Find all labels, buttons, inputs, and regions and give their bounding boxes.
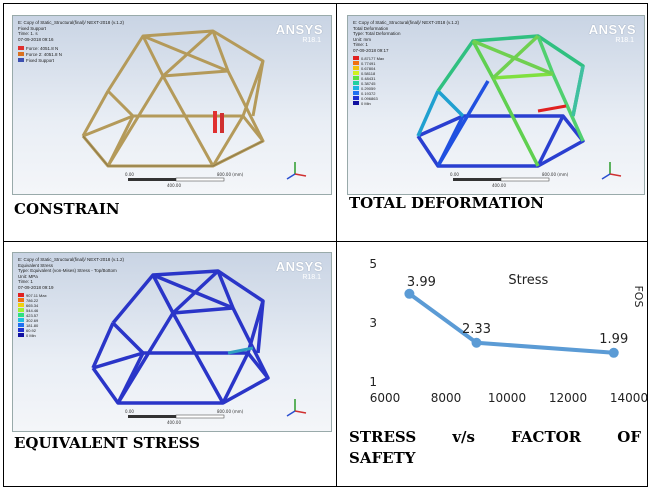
axis-triad-icon — [286, 162, 307, 180]
panel-equivalent-stress: E: Copy of Static_Structural(final)/ NEX… — [4, 242, 336, 487]
caption-equivalent-stress: EQUIVALENT STRESS — [14, 434, 201, 452]
scale-label-start: 0.00 — [125, 172, 134, 177]
ansys-version: R18.1 — [302, 37, 321, 44]
caption-word-4: OF — [617, 428, 641, 446]
stress-legend: 907.11 Max 786.22 665.34 544.46 423.57 3… — [18, 293, 47, 338]
figure-table: E: Copy of Static_Structural(final)/ NEX… — [3, 3, 648, 487]
x-tick-label: 6000 — [370, 391, 401, 405]
deformation-legend: 0.87177 Max 0.77491 0.67804 0.58118 0.48… — [353, 56, 384, 106]
caption-word-3: FACTOR — [511, 428, 582, 446]
shot-header: E: Copy of Static_Structural(final)/ NEX… — [18, 20, 124, 42]
y-tick-label: 5 — [369, 257, 377, 271]
frame-model-constrain: 0.00 400.00 800.00 (mm) — [81, 29, 307, 188]
series-line — [408, 292, 614, 355]
caption-line-1: STRESS v/s FACTOR OF — [349, 427, 641, 448]
caption-word-1: STRESS — [349, 428, 417, 446]
ansys-screenshot-deformation: E: Copy of Static_Structural(final)/ NEX… — [347, 15, 645, 195]
panel-total-deformation: E: Copy of Static_Structural(final)/ NEX… — [337, 4, 647, 241]
axis-triad-icon — [601, 162, 622, 180]
caption-constrain: CONSTRAIN — [14, 200, 120, 218]
frame-model-stress: 0.00 400.00 800.00 (mm) — [91, 269, 307, 425]
data-point — [471, 337, 482, 348]
ansys-version: R18.1 — [302, 274, 321, 281]
y-tick-label: 3 — [369, 316, 377, 330]
y-axis-label: FOS — [632, 285, 645, 307]
shot-header: E: Copy of Static_Structural(final)/ NEX… — [18, 257, 124, 290]
data-label: 2.33 — [462, 322, 491, 337]
data-label: 3.99 — [407, 275, 436, 290]
scale-label-end: 800.00 (mm) — [217, 172, 244, 177]
scale-label-end: 800.00 (mm) — [217, 409, 244, 414]
scale-label-end: 800.00 (mm) — [542, 172, 569, 177]
scale-label-start: 0.00 — [450, 172, 459, 177]
shot-header: E: Copy of Static_Structural(final)/ NEX… — [353, 20, 459, 53]
table-horizontal-divider — [4, 241, 647, 242]
ansys-logo: ANSYS — [275, 22, 323, 37]
support-legend: Force: 4051.8 N Force 2: 4051.8 N Fixed … — [18, 46, 62, 64]
scale-label-start: 0.00 — [125, 409, 134, 414]
caption-stress-vs-fos: STRESS v/s FACTOR OF SAFETY — [349, 427, 641, 469]
axis-triad-icon — [286, 399, 307, 417]
x-tick-label: 10000 — [488, 391, 526, 405]
chart-title: Stress — [508, 273, 548, 288]
x-tick-label: 14000 — [610, 391, 647, 405]
ansys-screenshot-constrain: E: Copy of Static_Structural(final)/ NEX… — [12, 15, 332, 195]
x-tick-label: 8000 — [431, 391, 462, 405]
ansys-logo: ANSYS — [275, 259, 323, 274]
frame-model-deformation: 0.00 400.00 800.00 (mm) — [416, 34, 622, 188]
data-point — [608, 347, 619, 358]
ansys-screenshot-stress: E: Copy of Static_Structural(final)/ NEX… — [12, 252, 332, 432]
ansys-version: R18.1 — [615, 37, 634, 44]
data-point — [404, 288, 415, 299]
caption-total-deformation: TOTAL DEFORMATION — [349, 194, 544, 212]
scale-label-mid: 400.00 — [167, 420, 181, 425]
scale-label-mid: 400.00 — [492, 183, 506, 188]
x-tick-label: 12000 — [549, 391, 587, 405]
caption-word-2: v/s — [452, 428, 475, 446]
table-vertical-divider — [336, 4, 337, 486]
y-tick-label: 1 — [369, 375, 377, 389]
data-label: 1.99 — [599, 332, 628, 347]
scale-label-mid: 400.00 — [167, 183, 181, 188]
ansys-logo: ANSYS — [588, 22, 636, 37]
panel-constrain: E: Copy of Static_Structural(final)/ NEX… — [4, 4, 336, 241]
caption-line-2: SAFETY — [349, 449, 416, 467]
